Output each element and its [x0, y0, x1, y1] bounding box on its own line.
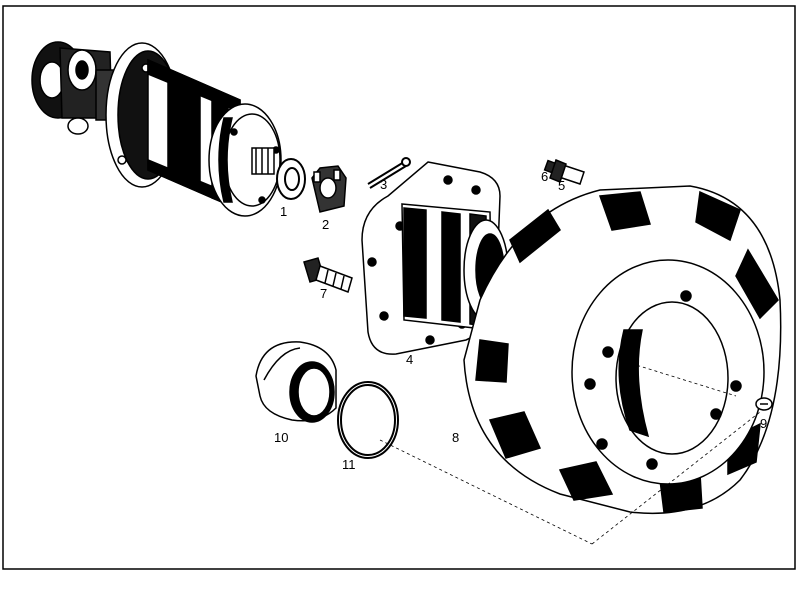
castle-nut	[311, 165, 347, 213]
callout-4: 4	[406, 352, 413, 367]
split-pin	[367, 157, 411, 189]
diagram-border	[2, 5, 796, 570]
assembly-lines	[379, 359, 761, 545]
callout-11: 11	[342, 457, 356, 472]
wheel-hub	[361, 161, 509, 355]
callout-7: 7	[320, 286, 327, 301]
wheel-bolt	[543, 159, 585, 185]
axle-housing	[31, 41, 282, 217]
callout-3: 3	[380, 177, 387, 192]
callout-5: 5	[558, 178, 565, 193]
callout-1: 1	[280, 204, 287, 219]
callout-10: 10	[274, 430, 288, 445]
callout-9: 9	[760, 416, 767, 431]
washer	[276, 158, 306, 200]
hub-bolt	[303, 257, 353, 293]
callout-2: 2	[322, 217, 329, 232]
hub-cap	[255, 341, 337, 423]
brake-drum	[463, 185, 782, 515]
sealing-ring	[337, 381, 399, 459]
callout-6: 6	[541, 169, 548, 184]
drum-screw	[755, 397, 773, 411]
callout-8: 8	[452, 430, 459, 445]
